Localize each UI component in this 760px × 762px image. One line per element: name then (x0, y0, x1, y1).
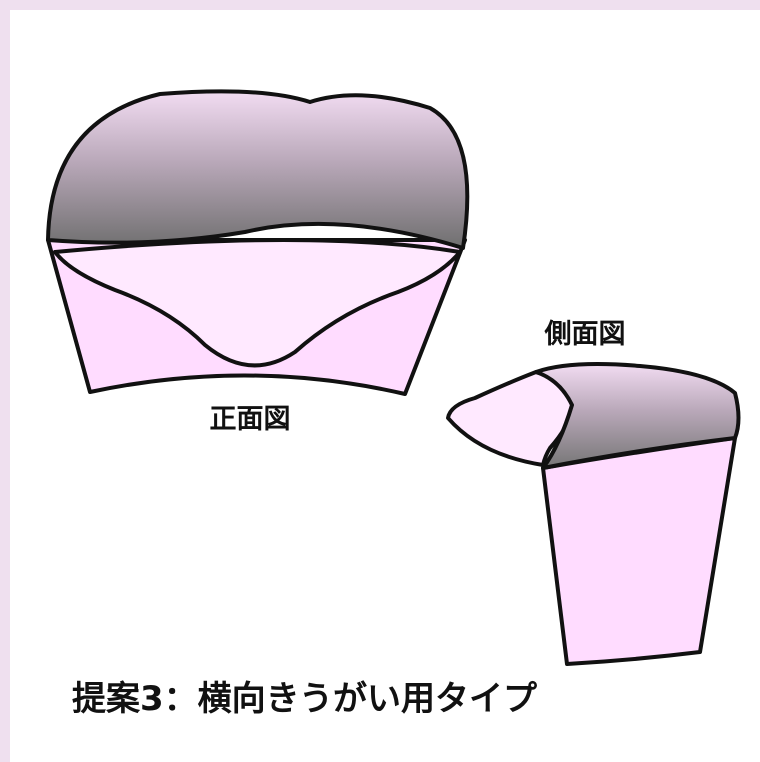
front-view-label: 正面図 (210, 404, 291, 435)
diagram-caption: 提案3：横向きうがい用タイプ (72, 679, 537, 719)
cup-proposal-diagram: 正面図 側面図 提案3：横向きうがい用タイプ (46, 89, 741, 719)
side-view-drawing: 側面図 (446, 319, 741, 666)
side-spout (446, 370, 577, 467)
diagram-canvas: 正面図 側面図 提案3：横向きうがい用タイプ (10, 10, 760, 762)
front-cup-cap (46, 89, 470, 250)
side-view-label: 側面図 (544, 319, 626, 350)
side-cup-cap (534, 362, 741, 470)
side-cup-body (541, 436, 737, 666)
front-cup-inner-opening (53, 238, 462, 368)
front-view-drawing: 正面図 (46, 89, 470, 435)
